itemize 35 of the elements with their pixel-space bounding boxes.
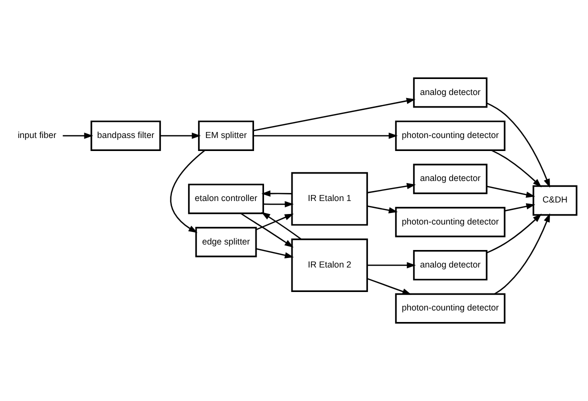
arrow <box>367 205 398 214</box>
node-box: EM splitter <box>198 120 254 151</box>
arrow <box>253 98 416 132</box>
arrow <box>263 201 294 208</box>
arrow <box>486 186 536 198</box>
arrow <box>486 214 542 254</box>
arrow <box>367 278 412 295</box>
node-box: analog detector <box>413 164 488 194</box>
arrow <box>62 132 94 139</box>
node-box: photon-counting detector <box>395 206 506 238</box>
arrow <box>494 213 550 294</box>
node-box: etalon controller <box>188 184 264 214</box>
arrow <box>367 182 416 194</box>
arrow <box>486 102 550 188</box>
arrow <box>240 212 294 248</box>
arrow <box>160 132 201 139</box>
node-box: IR Etalon 1 <box>291 172 368 226</box>
arrow <box>504 203 536 212</box>
node-box: IR Etalon 2 <box>291 238 368 292</box>
arrow <box>491 150 542 188</box>
node-box: bandpass filter <box>90 120 161 151</box>
node-box: photon-counting detector <box>395 293 506 324</box>
arrow <box>256 214 294 230</box>
arrow <box>253 132 398 139</box>
arrow <box>367 262 416 268</box>
node-box: analog detector <box>413 77 488 108</box>
node-box: photon-counting detector <box>395 120 506 151</box>
node-box: C&DH <box>532 185 578 216</box>
arrow <box>256 248 294 258</box>
arrow <box>261 190 292 197</box>
node-text: input fiber <box>18 130 56 140</box>
arrow <box>170 150 206 233</box>
node-box: analog detector <box>413 250 488 280</box>
arrow <box>261 212 302 240</box>
node-box: edge splitter <box>195 226 257 258</box>
